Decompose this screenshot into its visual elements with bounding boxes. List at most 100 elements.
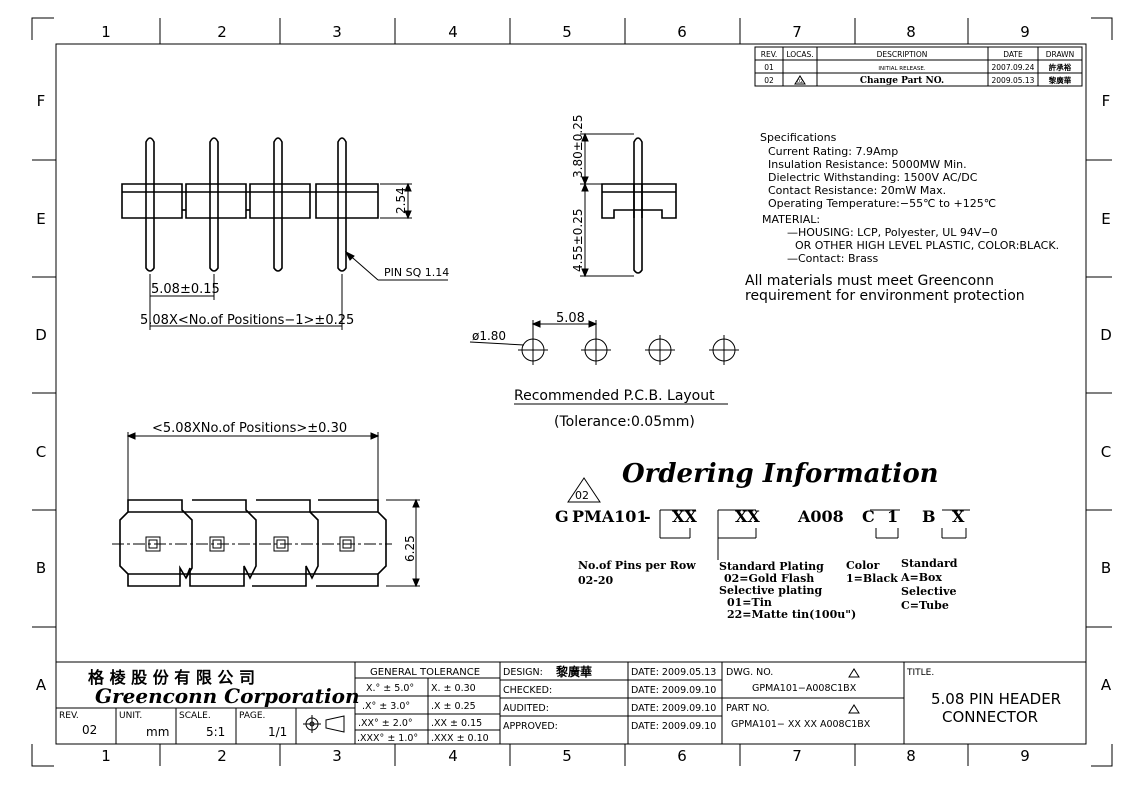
tol-angle-2: .X° ± 3.0°	[362, 701, 410, 712]
color-label: Color	[846, 559, 880, 572]
rev-row-2-drawn: 黎廣華	[1049, 75, 1072, 85]
rev-row-1-desc: INITIAL RELEASE.	[878, 66, 925, 72]
rev-triangle-icon	[567, 477, 601, 503]
page-value: 1/1	[268, 725, 287, 739]
spec-insulation: Insulation Resistance: 5000MW Min.	[768, 158, 967, 171]
rev-row-2-desc: Change Part NO.	[860, 76, 944, 86]
zone-col-4-bottom: 4	[448, 747, 458, 765]
design-date: DATE: 2009.05.13	[631, 667, 716, 678]
unit-value: mm	[146, 725, 169, 739]
zone-col-5-bottom: 5	[562, 747, 572, 765]
body-length-label: <5.08XNo.of Positions>±0.30	[152, 421, 347, 436]
dwg-no-label: DWG. NO.	[726, 667, 773, 678]
rev-row-1-drawn: 許承裕	[1049, 62, 1072, 72]
zone-col-6-bottom: 6	[677, 747, 687, 765]
pack-tube: C=Tube	[901, 599, 949, 612]
drawn-header: DRAWN	[1046, 50, 1074, 59]
spec-contact: Contact Resistance: 20mW Max.	[768, 184, 946, 197]
ordering-title: Ordering Information	[622, 459, 939, 489]
pcb-pitch-label: 5.08	[556, 311, 585, 326]
tolerance-header: GENERAL TOLERANCE	[370, 667, 480, 678]
code-pins: XX	[672, 507, 697, 526]
title-label: TITLE.	[906, 668, 934, 678]
checked-date: DATE: 2009.09.10	[631, 685, 716, 696]
zone-col-6: 6	[677, 23, 687, 41]
zone-col-9: 9	[1020, 23, 1030, 41]
tol-angle-4: .XXX° ± 1.0°	[357, 733, 418, 744]
zone-col-7: 7	[792, 23, 802, 41]
lower-dim-label: 4.55±0.25	[571, 209, 585, 273]
pcb-tolerance: (Tolerance:0.05mm)	[554, 414, 695, 430]
zone-row-a-right: A	[1101, 676, 1112, 694]
rev-label: REV.	[59, 711, 79, 721]
plating-matte-tin: 22=Matte tin(100u")	[727, 608, 856, 621]
spec-current: Current Rating: 7.9Amp	[768, 145, 898, 158]
env-line-2: requirement for environment protection	[745, 288, 1025, 304]
zone-col-8-bottom: 8	[906, 747, 916, 765]
pins-label: No.of Pins per Row	[578, 559, 696, 572]
plating-label: Standard Plating	[719, 560, 824, 573]
part-rev-triangle-icon	[848, 704, 860, 714]
rev-row-2-rev: 02	[764, 76, 774, 85]
code-a008: A008	[797, 507, 844, 526]
pcb-layout-title: Recommended P.C.B. Layout	[514, 388, 715, 404]
zone-row-e-right: E	[1101, 210, 1110, 228]
rev-row-2-date: 2009.05.13	[992, 76, 1035, 85]
code-packing: X	[952, 507, 965, 526]
zone-col-2-bottom: 2	[217, 747, 227, 765]
date-header: DATE	[1003, 50, 1023, 59]
zone-row-d: D	[35, 326, 47, 344]
title-block: 格 棱 股 份 有 限 公 司 Greenconn Corporation RE…	[55, 661, 1087, 745]
pack-selective: Selective	[901, 585, 956, 598]
part-no-label: PART NO.	[726, 703, 770, 714]
projection-icon	[303, 715, 345, 733]
zone-row-f-right: F	[1102, 92, 1111, 110]
side-view: 3.80±0.25 4.55±0.25	[571, 115, 677, 278]
dwg-rev-triangle-icon	[848, 668, 860, 678]
plating-selective: Selective plating	[719, 584, 823, 597]
code-series: PMA101	[572, 507, 648, 526]
material-contact: —Contact: Brass	[787, 252, 879, 265]
zone-col-1-bottom: 1	[101, 747, 111, 765]
pcb-layout: 5.08 ø1.80 Recommended P.C.B. Layout (To…	[469, 311, 739, 430]
zone-col-1: 1	[101, 23, 111, 41]
locas-header: LOCAS.	[786, 50, 813, 59]
zone-ticks	[32, 18, 1112, 766]
tol-linear-1: X. ± 0.30	[431, 683, 476, 694]
tol-angle-3: .XX° ± 2.0°	[358, 718, 413, 729]
plating-tin: 01=Tin	[727, 596, 772, 609]
pack-standard: Standard	[901, 557, 958, 570]
env-line-1: All materials must meet Greenconn	[745, 273, 994, 289]
dwg-no-value: GPMA101−A008C1BX	[752, 683, 857, 694]
checked-label: CHECKED:	[503, 685, 552, 696]
drawing-title-line2: CONNECTOR	[942, 708, 1038, 726]
material-housing: —HOUSING: LCP, Polyester, UL 94V−0	[787, 226, 998, 239]
hole-dia-label: ø1.80	[472, 329, 506, 343]
audited-date: DATE: 2009.09.10	[631, 703, 716, 714]
pitch-dim-label: 5.08±0.15	[151, 282, 220, 297]
description-header: DESCRIPTION	[877, 50, 928, 59]
spec-temperature: Operating Temperature:−55℃ to +125℃	[768, 197, 996, 210]
zone-row-c: C	[36, 443, 46, 461]
upper-dim-label: 3.80±0.25	[571, 115, 585, 179]
zone-col-3-bottom: 3	[332, 747, 342, 765]
zone-col-3: 3	[332, 23, 342, 41]
unit-label: UNIT.	[119, 711, 142, 721]
company-name-en: Greenconn Corporation	[95, 684, 360, 708]
ordering-rev-mark: 02	[575, 489, 589, 502]
code-b: B	[922, 507, 936, 526]
zone-col-2: 2	[217, 23, 227, 41]
part-no-value: GPMA101− XX XX A008C1BX	[731, 719, 871, 730]
pin-sq-label: PIN SQ 1.14	[384, 266, 449, 279]
zone-row-b-right: B	[1101, 559, 1111, 577]
rev-triangle-icon	[794, 75, 806, 85]
code-g: G	[555, 507, 569, 526]
specifications: Specifications Current Rating: 7.9Amp In…	[745, 131, 1059, 304]
code-color: 1	[887, 507, 898, 526]
rev-value: 02	[82, 723, 97, 737]
ordering-information: Ordering Information 02 G PMA101 - XX XX…	[555, 459, 970, 621]
company-name-cn: 格 棱 股 份 有 限 公 司	[88, 668, 255, 687]
drawing-title-line1: 5.08 PIN HEADER	[931, 690, 1061, 708]
rev-header: REV.	[761, 50, 778, 59]
